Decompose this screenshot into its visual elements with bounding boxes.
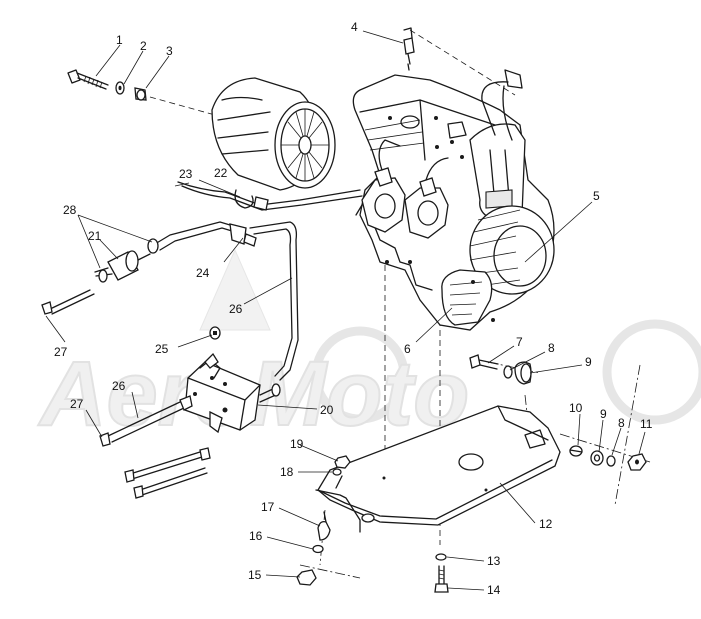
nut-11: [627, 453, 647, 471]
mount-plate: [315, 405, 561, 533]
callout-7: 7: [516, 335, 523, 349]
pulse-fitting: [209, 326, 221, 340]
washer-8: [606, 455, 616, 467]
callout-9-b: 9: [600, 407, 607, 421]
callout-14: 14: [487, 583, 501, 597]
fuel-hose-short: [41, 289, 95, 315]
callout-18: 18: [280, 465, 294, 479]
callout-3: 3: [166, 44, 173, 58]
callout-26: 26: [229, 302, 243, 316]
carburetors: [355, 139, 449, 239]
callout-26-b: 26: [112, 379, 126, 393]
nut-19: [334, 455, 351, 469]
callout-19: 19: [290, 437, 304, 451]
callout-6: 6: [404, 342, 411, 356]
washer: [115, 81, 125, 95]
fuel-filter: [94, 250, 151, 283]
spacer-10: [569, 445, 583, 457]
spacer: [134, 87, 147, 101]
fuel-pump: [184, 352, 281, 434]
rubber-mount: [514, 361, 532, 385]
plug-wire: [481, 69, 523, 141]
mount-nut: [503, 365, 513, 379]
callout-20: 20: [320, 403, 334, 417]
callout-5: 5: [593, 189, 600, 203]
callout-15: 15: [248, 568, 262, 582]
washer-16: [312, 544, 324, 554]
callout-13: 13: [487, 554, 501, 568]
clutch-bolt: [67, 69, 109, 90]
callout-2: 2: [140, 39, 147, 53]
callout-21: 21: [88, 229, 102, 243]
callout-28: 28: [63, 203, 77, 217]
lower-fuel-hoses: [99, 395, 211, 499]
callout-27: 27: [54, 345, 68, 359]
callout-labels: 1 2 3 4 5 6 7 8 9 10 9 8 11 12 13 14 15 …: [54, 20, 653, 597]
callout-17: 17: [261, 500, 275, 514]
bolt-14: [434, 565, 449, 593]
callout-8: 8: [548, 341, 555, 355]
callout-8-b: 8: [618, 416, 625, 430]
callout-1: 1: [116, 33, 123, 47]
callout-11: 11: [640, 417, 653, 431]
callout-9: 9: [585, 355, 592, 369]
nut-15: [296, 569, 317, 586]
engine: [352, 74, 555, 331]
leader-lines: [45, 30, 646, 591]
washer-18: [332, 468, 342, 476]
callout-16: 16: [249, 529, 263, 543]
callout-24: 24: [196, 266, 210, 280]
callout-10: 10: [569, 401, 583, 415]
callout-12: 12: [539, 517, 553, 531]
drive-clutch: [211, 77, 336, 191]
mount-bolt: [469, 354, 499, 370]
stud-17: [317, 511, 331, 541]
callout-27-b: 27: [70, 397, 84, 411]
callout-22: 22: [214, 166, 228, 180]
washer-13: [435, 553, 447, 561]
callout-4: 4: [351, 20, 358, 34]
rubber-mount-2: [590, 450, 604, 466]
spark-plug: [403, 27, 415, 71]
callout-25: 25: [155, 342, 169, 356]
callout-23: 23: [179, 167, 193, 181]
